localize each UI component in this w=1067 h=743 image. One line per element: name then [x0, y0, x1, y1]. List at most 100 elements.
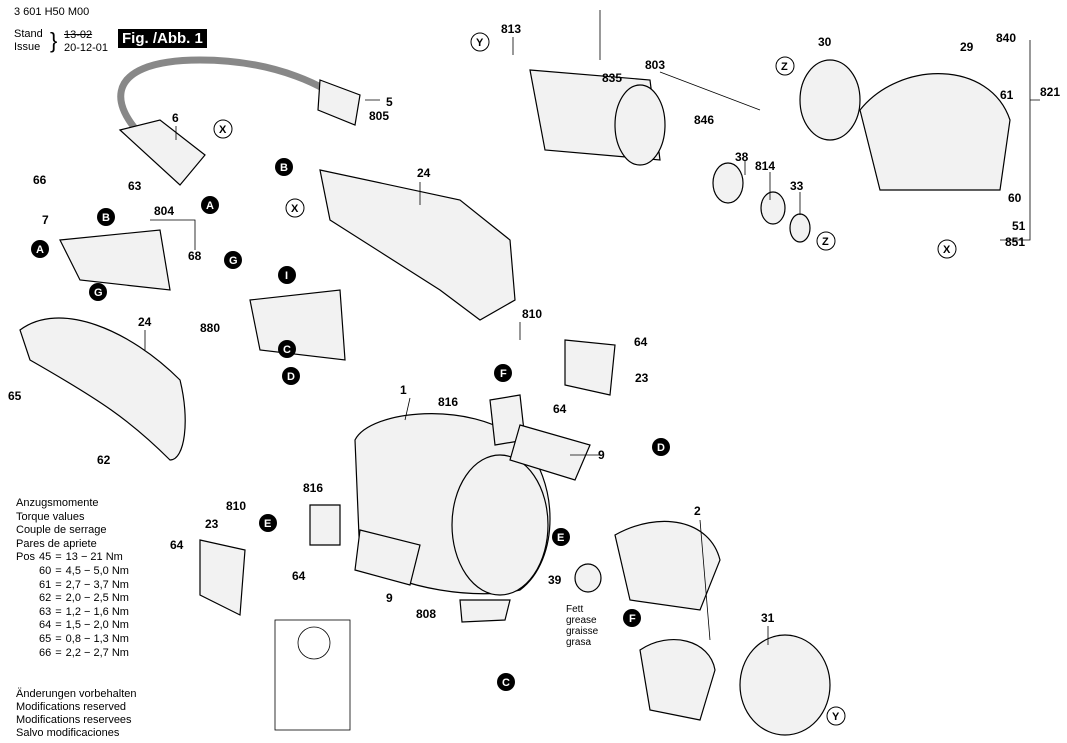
eq: =	[55, 632, 62, 645]
pos: 45	[38, 551, 52, 564]
callout-label: 62	[97, 453, 111, 467]
housing-opening	[451, 454, 549, 596]
callout-label: 808	[416, 607, 436, 621]
callout-label: 66	[33, 173, 47, 187]
callout-label: 64	[170, 538, 184, 552]
connector-letter: I	[285, 270, 288, 282]
torque-row: 65=0,8 − 1,3 Nm	[16, 633, 133, 647]
connector-b: B	[275, 158, 293, 176]
callout-label: 31	[761, 611, 775, 625]
schematic-motor	[297, 626, 331, 660]
grease-note: Fett grease graisse grasa	[566, 604, 598, 648]
callout-label: 60	[1008, 191, 1022, 205]
connector-letter: X	[291, 203, 299, 215]
callout-label: 24	[138, 315, 152, 329]
connector-z: Z	[775, 56, 795, 76]
connector-z: Z	[816, 231, 836, 251]
connector-x: X	[213, 119, 233, 139]
callout-label: 840	[996, 31, 1016, 45]
cord-guard	[118, 119, 206, 186]
torque-title-de: Anzugsmomente	[16, 497, 99, 509]
torque-row: 60=4,5 − 5,0 Nm	[16, 565, 133, 579]
torque-value: 4,5 − 5,0 Nm	[65, 564, 129, 577]
part-number: 3 601 H50 M00	[14, 6, 90, 18]
connector-letter: C	[283, 344, 291, 356]
connector-letter: B	[102, 212, 110, 224]
connector-letter: G	[229, 255, 238, 267]
issue-date: 20-12-01	[64, 42, 109, 54]
connector-letter: G	[94, 287, 103, 299]
connector-e: E	[552, 528, 570, 546]
connector-letter: X	[219, 124, 227, 136]
callout-label: 39	[548, 573, 562, 587]
pos-label: Pos	[16, 551, 35, 564]
old-date: 13-02	[64, 29, 93, 41]
connector-y: Y	[470, 32, 490, 52]
callout-label: 816	[438, 395, 458, 409]
callout-label: 64	[553, 402, 567, 416]
callout-label: 810	[522, 307, 542, 321]
plug	[317, 79, 361, 126]
plate-9-lower	[354, 529, 421, 586]
torque-row: 61=2,7 − 3,7 Nm	[16, 579, 133, 593]
connector-letter: D	[287, 371, 295, 383]
issue-label: Issue	[14, 41, 41, 53]
connector-letter: A	[206, 200, 214, 212]
eq: =	[55, 551, 62, 564]
torque-value: 2,2 − 2,7 Nm	[65, 646, 129, 659]
connector-e: E	[259, 514, 277, 532]
connector-letter: X	[943, 244, 951, 256]
callout-label: 24	[417, 166, 431, 180]
callout-label: 816	[303, 481, 323, 495]
callout-label: 23	[205, 517, 219, 531]
torque-value: 2,0 − 2,5 Nm	[65, 592, 129, 605]
callout-label: 814	[755, 159, 775, 173]
callout-label: 5	[386, 95, 393, 109]
connector-d: D	[652, 438, 670, 456]
torque-value: 0,8 − 1,3 Nm	[65, 632, 129, 645]
parts	[19, 56, 1011, 736]
figure-label: Fig. /Abb. 1	[118, 29, 207, 48]
end-cover-31	[739, 634, 831, 736]
callout-label: 23	[635, 371, 649, 385]
callout-label: 64	[634, 335, 648, 349]
callout-label: 880	[200, 321, 220, 335]
callout-label: 33	[790, 179, 804, 193]
callout-label: 64	[292, 569, 306, 583]
callout-label: 813	[501, 22, 521, 36]
connector-letter: F	[500, 368, 507, 380]
pos: 60	[38, 564, 52, 577]
leader-lines	[144, 10, 1040, 645]
callout-label: 30	[818, 35, 832, 49]
connector-a: A	[31, 240, 49, 258]
callout-label: 846	[694, 113, 714, 127]
eq: =	[55, 605, 62, 618]
gear-head	[859, 73, 1011, 191]
housing-handle-upper	[319, 169, 516, 321]
connector-x: X	[937, 239, 957, 259]
cover-23-lower	[199, 539, 246, 616]
connectors: Y Z Z X X B A B A G X G I C D F D E F E …	[31, 32, 957, 726]
connector-letter: E	[264, 518, 271, 530]
mod-es: Salvo modificaciones	[16, 727, 120, 739]
torque-value: 1,2 − 1,6 Nm	[65, 605, 129, 618]
connector-letter: A	[36, 244, 44, 256]
connector-y: Y	[826, 706, 846, 726]
torque-value: 2,7 − 3,7 Nm	[65, 578, 129, 591]
torque-row: 64=1,5 − 2,0 Nm	[16, 619, 133, 633]
grease-39	[574, 563, 602, 593]
mod-en: Modifications reserved	[16, 701, 127, 713]
torque-row: 63=1,2 − 1,6 Nm	[16, 606, 133, 620]
callout-label: 29	[960, 40, 974, 54]
pos: 64	[38, 619, 52, 632]
connector-letter: D	[657, 442, 665, 454]
connector-c: C	[497, 673, 515, 691]
connector-g: G	[89, 283, 107, 301]
connector-i: I	[278, 266, 296, 284]
switch	[59, 229, 171, 291]
grease-en: grease	[566, 615, 597, 626]
connector-letter: C	[502, 677, 510, 689]
electronics	[249, 289, 346, 361]
connector-b: B	[97, 208, 115, 226]
